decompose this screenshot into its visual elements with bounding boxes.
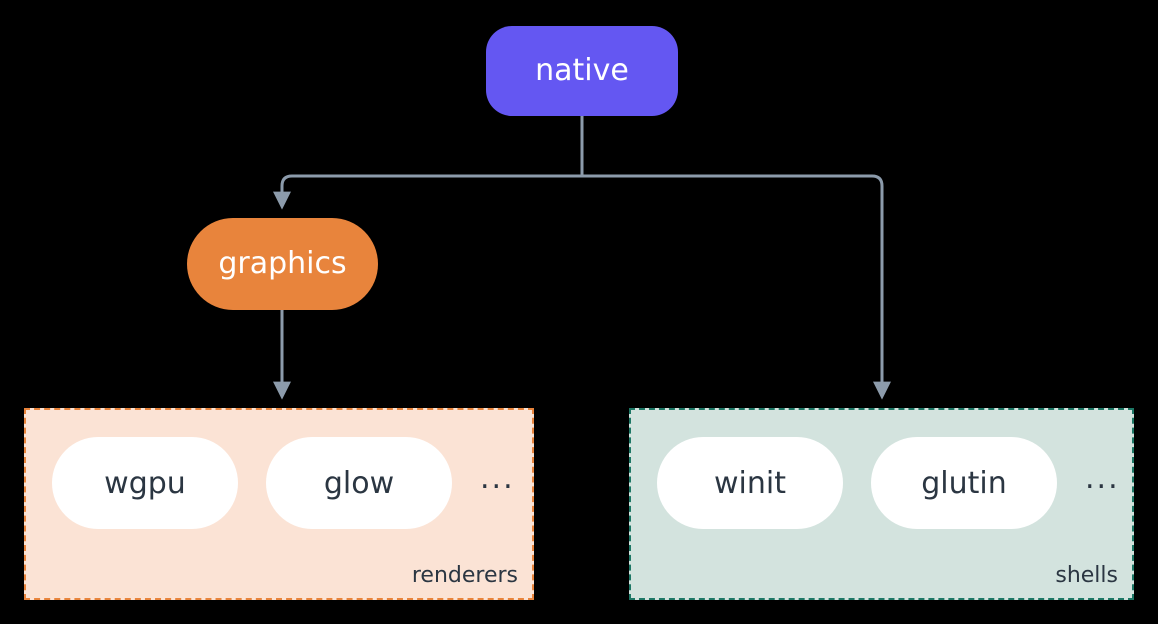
- edge-native-to-shells: [582, 174, 891, 400]
- leaf-glutin[interactable]: glutin: [871, 437, 1057, 529]
- leaf-winit-label: winit: [714, 465, 786, 501]
- group-shells-items: winit glutin ...: [631, 437, 1132, 529]
- leaf-wgpu-label: wgpu: [104, 465, 186, 501]
- node-graphics-label: graphics: [218, 246, 347, 281]
- edge-native-to-graphics: [273, 174, 582, 210]
- shells-more-ellipsis: ...: [1085, 460, 1120, 496]
- group-renderers-items: wgpu glow ...: [26, 437, 532, 529]
- leaf-wgpu[interactable]: wgpu: [52, 437, 238, 529]
- group-shells: winit glutin ... shells: [629, 408, 1134, 600]
- leaf-glow-label: glow: [323, 465, 395, 501]
- node-native[interactable]: native: [486, 26, 678, 116]
- node-graphics[interactable]: graphics: [187, 218, 378, 310]
- renderers-more-ellipsis: ...: [480, 460, 515, 496]
- leaf-winit[interactable]: winit: [657, 437, 843, 529]
- node-native-label: native: [535, 53, 629, 88]
- group-renderers-title: renderers: [411, 563, 518, 588]
- leaf-glow[interactable]: glow: [266, 437, 452, 529]
- group-shells-title: shells: [1055, 563, 1118, 588]
- leaf-glutin-label: glutin: [921, 465, 1007, 501]
- group-renderers: wgpu glow ... renderers: [24, 408, 534, 600]
